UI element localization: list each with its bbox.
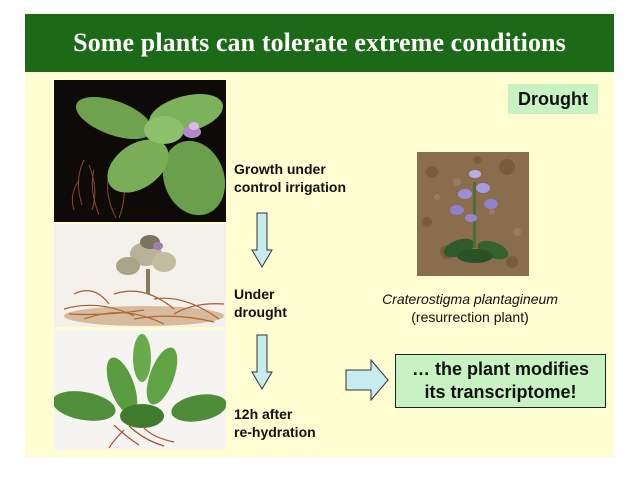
scientific-name: Craterostigma plantagineum: [382, 291, 558, 307]
species-caption: Craterostigma plantagineum (resurrection…: [355, 290, 585, 326]
result-box: … the plant modifies its transcriptome!: [395, 354, 606, 408]
photo-rehydration: [54, 330, 226, 450]
photo-drought: [54, 224, 226, 327]
photo-control-irrigation: [54, 80, 226, 222]
down-arrow-icon: [251, 334, 273, 390]
slide: Some plants can tolerate extreme conditi…: [25, 14, 614, 457]
title-bar: Some plants can tolerate extreme conditi…: [25, 14, 614, 72]
step-label-control: Growth under control irrigation: [234, 161, 346, 195]
right-arrow-icon: [345, 359, 389, 401]
step-label-drought: Under drought: [234, 286, 287, 320]
step-label-rehydration: 12h after re-hydration: [234, 406, 316, 440]
drought-badge: Drought: [508, 84, 598, 114]
common-name: (resurrection plant): [411, 309, 529, 325]
photo-resurrection-plant: [417, 152, 529, 276]
slide-title: Some plants can tolerate extreme conditi…: [73, 28, 566, 57]
down-arrow-icon: [251, 212, 273, 268]
